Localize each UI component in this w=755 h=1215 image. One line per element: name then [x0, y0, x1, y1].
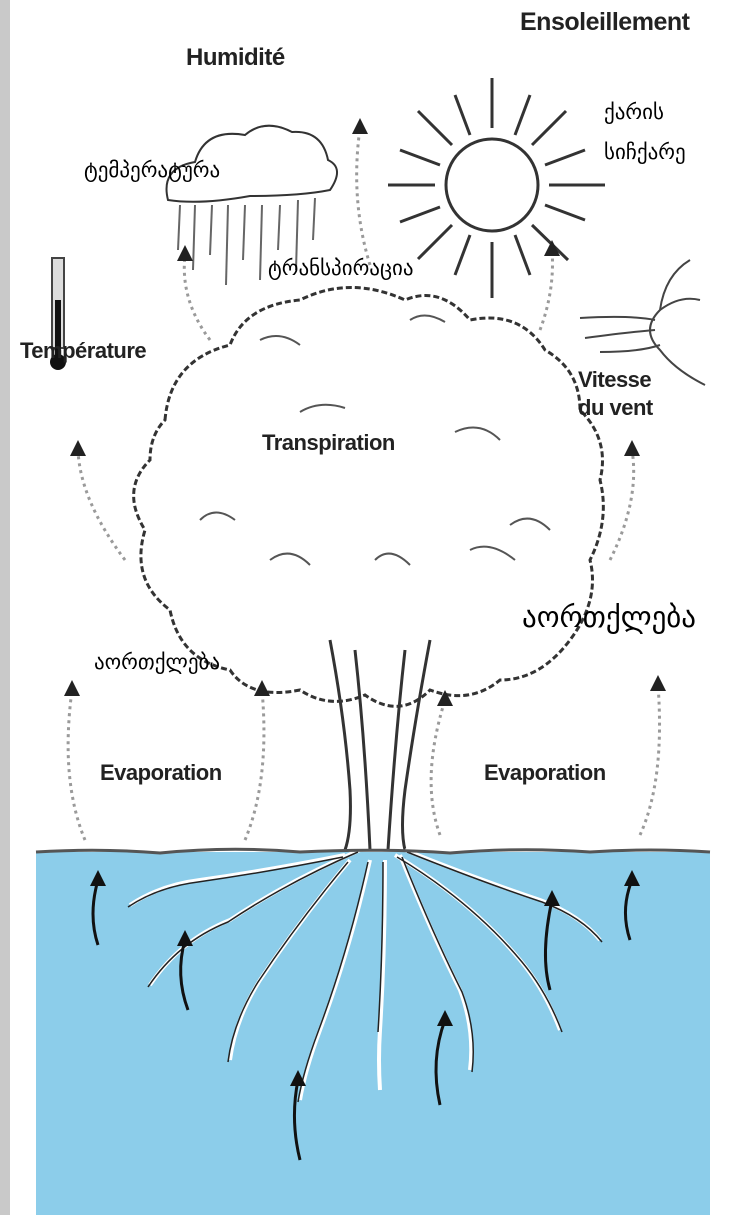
label-ensoleillement: Ensoleillement — [520, 8, 689, 37]
label-transpiration: Transpiration — [262, 430, 395, 456]
label-ka-temperature: ტემპერატურა — [84, 158, 220, 182]
label-ka-wind-speed-2: სიჩქარე — [604, 140, 686, 164]
label-evaporation-right: Evaporation — [484, 760, 606, 786]
sun-icon — [388, 78, 605, 298]
label-ka-evaporation-right: აორთქლება — [522, 600, 696, 634]
label-ka-wind-speed-1: ქარის — [604, 100, 664, 124]
label-temperature-fr: Température — [20, 338, 146, 364]
tree-crown — [134, 288, 604, 707]
label-ka-transpiration: ტრანსპირაცია — [268, 256, 414, 280]
tree-roots — [130, 850, 600, 1100]
label-humidite: Humidité — [186, 44, 285, 72]
label-evaporation-left: Evaporation — [100, 760, 222, 786]
label-du-vent: du vent — [578, 395, 653, 421]
label-vitesse: Vitesse — [578, 367, 651, 393]
tree-trunk — [330, 640, 430, 850]
ground-line — [36, 849, 710, 853]
water-uptake-arrows — [93, 880, 632, 1160]
water-arrowheads — [90, 870, 640, 1086]
label-ka-evaporation-left: აორთქლება — [94, 650, 220, 674]
